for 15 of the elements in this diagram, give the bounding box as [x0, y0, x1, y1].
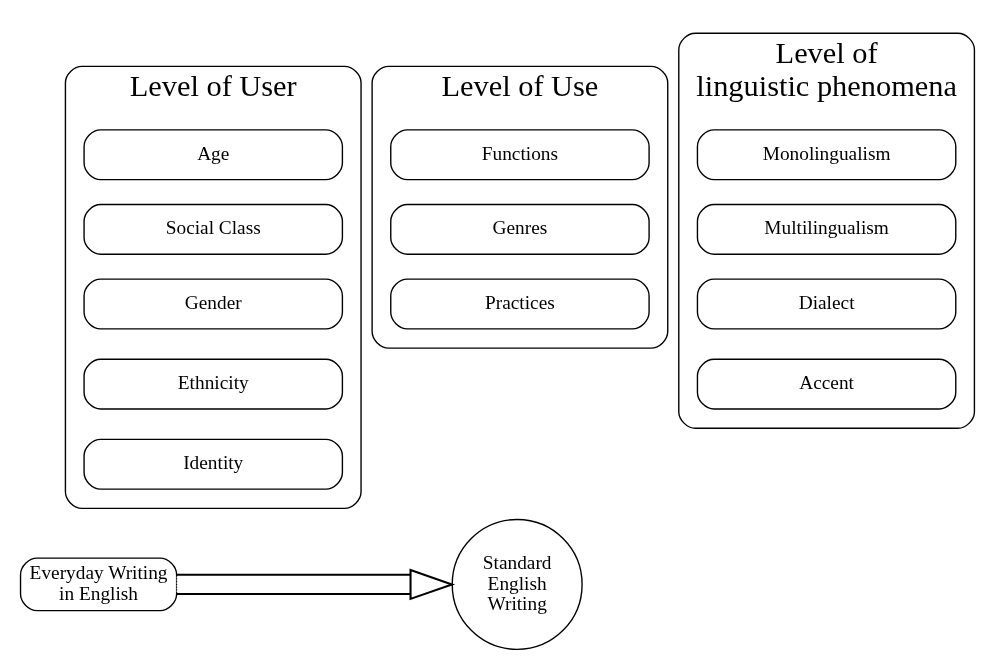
node-circle: Standard English Writing — [451, 518, 583, 651]
node-box: Gender — [83, 278, 344, 330]
node-box: Genres — [390, 203, 650, 255]
node-box: Everyday Writing in English — [19, 557, 178, 612]
node-box: Ethnicity — [83, 358, 344, 410]
node-box: Age — [83, 129, 344, 181]
node-box: Monolingualism — [696, 129, 957, 181]
node-box: Functions — [390, 129, 650, 181]
node-box: Accent — [696, 358, 957, 410]
node-box: Multilingualism — [696, 203, 957, 255]
node-box: Social Class — [83, 203, 344, 255]
node-box: Practices — [390, 278, 650, 330]
node-box: Identity — [83, 438, 344, 490]
node-box: Dialect — [696, 278, 957, 330]
arrow — [176, 568, 456, 601]
